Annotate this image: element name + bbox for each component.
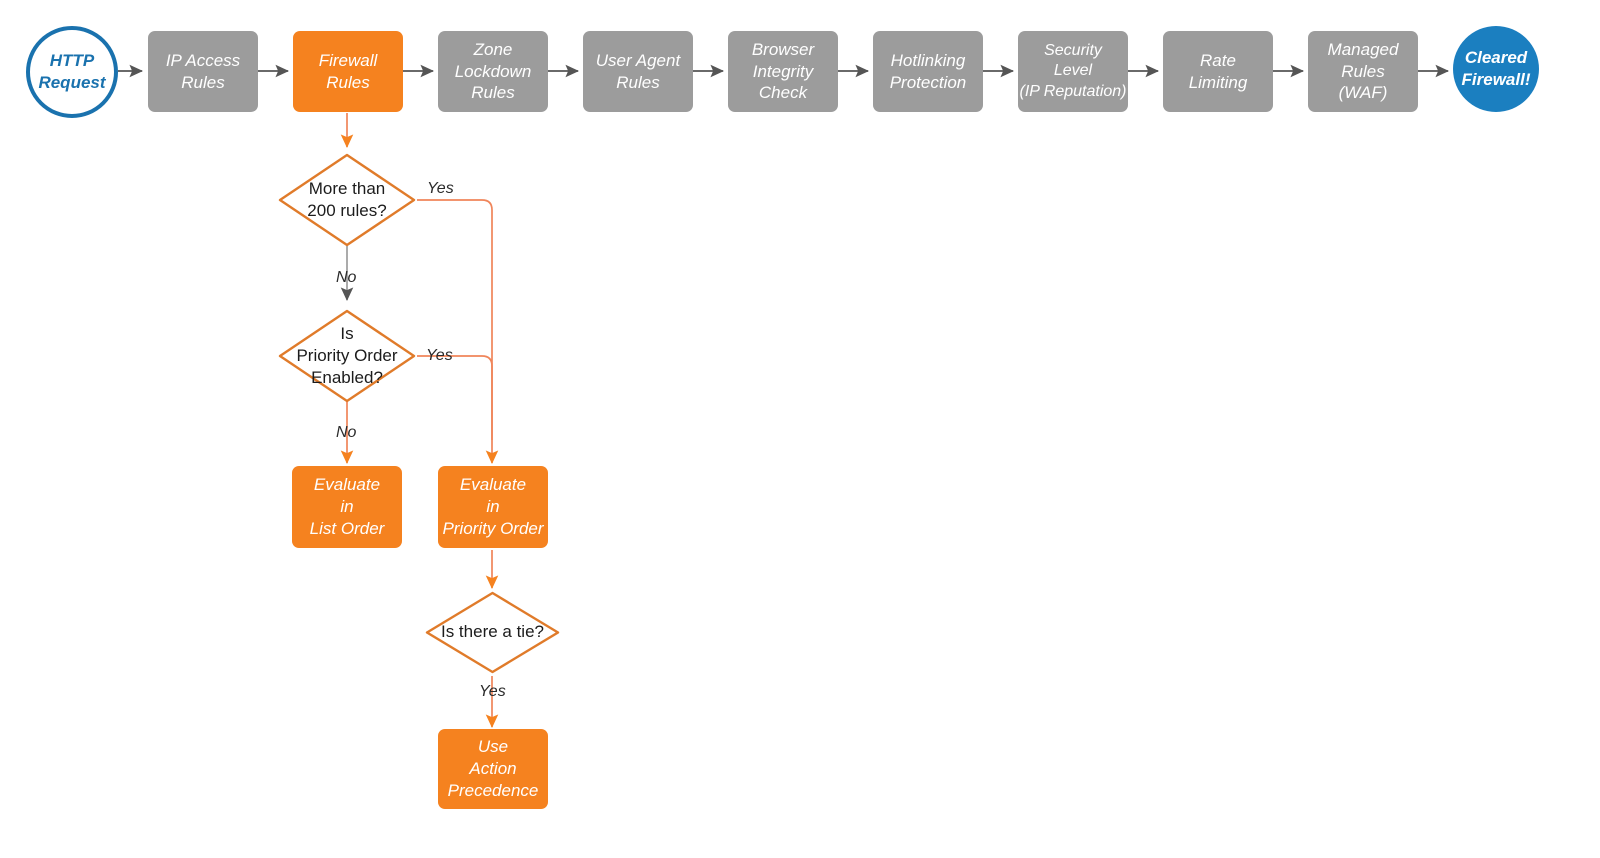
node-firewall-rules-label: Firewall Rules <box>318 50 378 92</box>
node-cleared-firewall[interactable]: Cleared Firewall! <box>1453 26 1539 112</box>
node-evaluate-in-priority-order-label: Evaluate in Priority Order <box>442 475 544 538</box>
node-is-there-a-tie-label: Is there a tie? <box>440 622 544 642</box>
edge-label-yes-priority-order-enabled: Yes <box>426 347 453 364</box>
node-hotlinking-protection-label: Hotlinking Protection <box>889 50 967 92</box>
node-ip-access-rules[interactable]: IP Access Rules <box>148 31 258 112</box>
node-evaluate-in-priority-order[interactable]: Evaluate in Priority Order <box>438 466 548 548</box>
node-is-priority-order-enabled[interactable]: Is Priority Order Enabled? <box>277 308 417 404</box>
node-evaluate-in-list-order-label: Evaluate in List Order <box>309 475 385 538</box>
node-rate-limiting-label: Rate Limiting <box>1188 50 1248 92</box>
edge-label-yes-is-there-a-tie: Yes <box>479 683 506 700</box>
node-user-agent-rules-label: User Agent Rules <box>595 50 681 92</box>
node-firewall-rules[interactable]: Firewall Rules <box>293 31 403 112</box>
edge-label-no-priority-order-enabled: No <box>336 424 357 441</box>
node-more-than-200-rules-label: More than 200 rules? <box>307 178 387 220</box>
edge-label-no-more-than-200-rules: No <box>336 269 357 286</box>
node-security-level-label: Security Level (IP Reputation) <box>1019 41 1127 100</box>
node-ip-access-rules-label: IP Access Rules <box>165 50 241 92</box>
node-use-action-precedence[interactable]: Use Action Precedence <box>438 729 548 809</box>
node-zone-lockdown-rules-label: Zone Lockdown Rules <box>454 39 532 103</box>
node-managed-rules-waf-label: Managed Rules (WAF) <box>1327 39 1399 103</box>
node-is-priority-order-enabled-label: Is Priority Order Enabled? <box>296 323 398 388</box>
node-is-there-a-tie[interactable]: Is there a tie? <box>424 590 561 675</box>
node-http-request-label: HTTP Request <box>38 51 106 92</box>
node-security-level[interactable]: Security Level (IP Reputation) <box>1018 31 1128 112</box>
node-browser-integrity-check-label: Browser Integrity Check <box>751 39 815 103</box>
edge-label-yes-more-than-200-rules: Yes <box>427 180 454 197</box>
node-http-request[interactable]: HTTP Request <box>26 26 118 118</box>
node-zone-lockdown-rules[interactable]: Zone Lockdown Rules <box>438 31 548 112</box>
node-user-agent-rules[interactable]: User Agent Rules <box>583 31 693 112</box>
node-rate-limiting[interactable]: Rate Limiting <box>1163 31 1273 112</box>
node-evaluate-in-list-order[interactable]: Evaluate in List Order <box>292 466 402 548</box>
node-use-action-precedence-label: Use Action Precedence <box>447 737 539 800</box>
node-cleared-firewall-label: Cleared Firewall! <box>1461 48 1531 89</box>
node-managed-rules-waf[interactable]: Managed Rules (WAF) <box>1308 31 1418 112</box>
node-browser-integrity-check[interactable]: Browser Integrity Check <box>728 31 838 112</box>
node-hotlinking-protection[interactable]: Hotlinking Protection <box>873 31 983 112</box>
node-more-than-200-rules[interactable]: More than 200 rules? <box>277 152 417 248</box>
